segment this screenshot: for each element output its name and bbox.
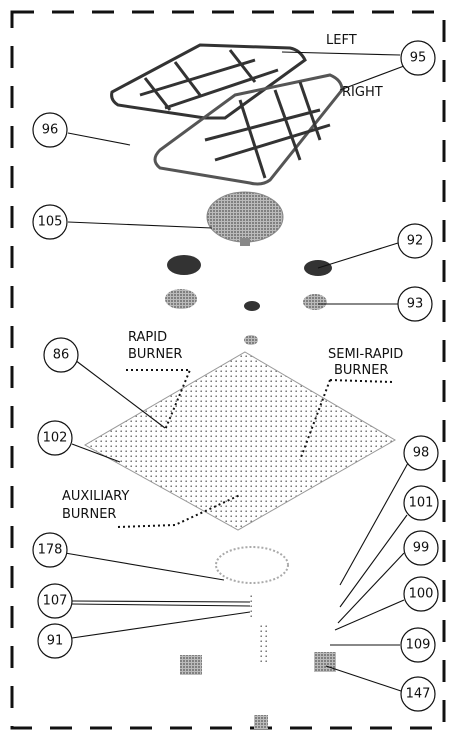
svg-text:86: 86	[53, 348, 70, 363]
callout-96: 96	[32, 112, 68, 148]
label-semi-1: SEMI-RAPID	[328, 347, 403, 362]
label-aux-1: AUXILIARY	[62, 489, 129, 504]
callout-86: 86	[43, 337, 79, 373]
hob-top-sheet	[83, 351, 396, 531]
burner-cap-left	[167, 255, 201, 275]
callout-109: 109	[400, 627, 436, 663]
callout-105: 105	[32, 204, 68, 240]
callout-107: 107	[37, 583, 73, 619]
svg-text:105: 105	[38, 215, 63, 230]
svg-text:100: 100	[409, 587, 434, 602]
svg-text:101: 101	[409, 496, 434, 511]
callout-99: 99	[403, 530, 439, 566]
burner-head-left	[165, 289, 197, 309]
burner-head-right	[303, 294, 327, 310]
callout-147: 147	[400, 676, 436, 712]
callout-102: 102	[37, 420, 73, 456]
label-rapid-2: BURNER	[128, 347, 182, 362]
callout-178: 178	[32, 532, 68, 568]
svg-text:92: 92	[407, 234, 424, 249]
dashed-border	[10, 10, 446, 730]
label-left: LEFT	[326, 33, 357, 48]
svg-text:109: 109	[406, 638, 431, 653]
pan-support-grid	[110, 43, 344, 186]
label-aux-2: BURNER	[62, 507, 116, 522]
svg-text:91: 91	[47, 634, 64, 649]
svg-text:93: 93	[407, 297, 424, 312]
svg-text:95: 95	[410, 51, 427, 66]
label-rapid-1: RAPID	[128, 330, 167, 345]
svg-text:99: 99	[413, 541, 430, 556]
callout-101: 101	[403, 485, 439, 521]
callout-92: 92	[397, 223, 433, 259]
burner-base-ring	[215, 546, 289, 584]
svg-text:96: 96	[42, 123, 59, 138]
svg-text:98: 98	[413, 446, 430, 461]
callout-98: 98	[403, 435, 439, 471]
svg-text:178: 178	[38, 543, 63, 558]
callout-91: 91	[37, 623, 73, 659]
label-semi-2: BURNER	[334, 363, 388, 378]
svg-text:102: 102	[43, 431, 68, 446]
injector-left	[180, 655, 202, 675]
callout-95: 95	[400, 40, 436, 76]
svg-text:107: 107	[43, 594, 68, 609]
callout-93: 93	[397, 286, 433, 322]
callout-100: 100	[403, 576, 439, 612]
leader-lines	[64, 51, 409, 693]
label-right: RIGHT	[342, 85, 383, 100]
svg-text:147: 147	[406, 687, 431, 702]
